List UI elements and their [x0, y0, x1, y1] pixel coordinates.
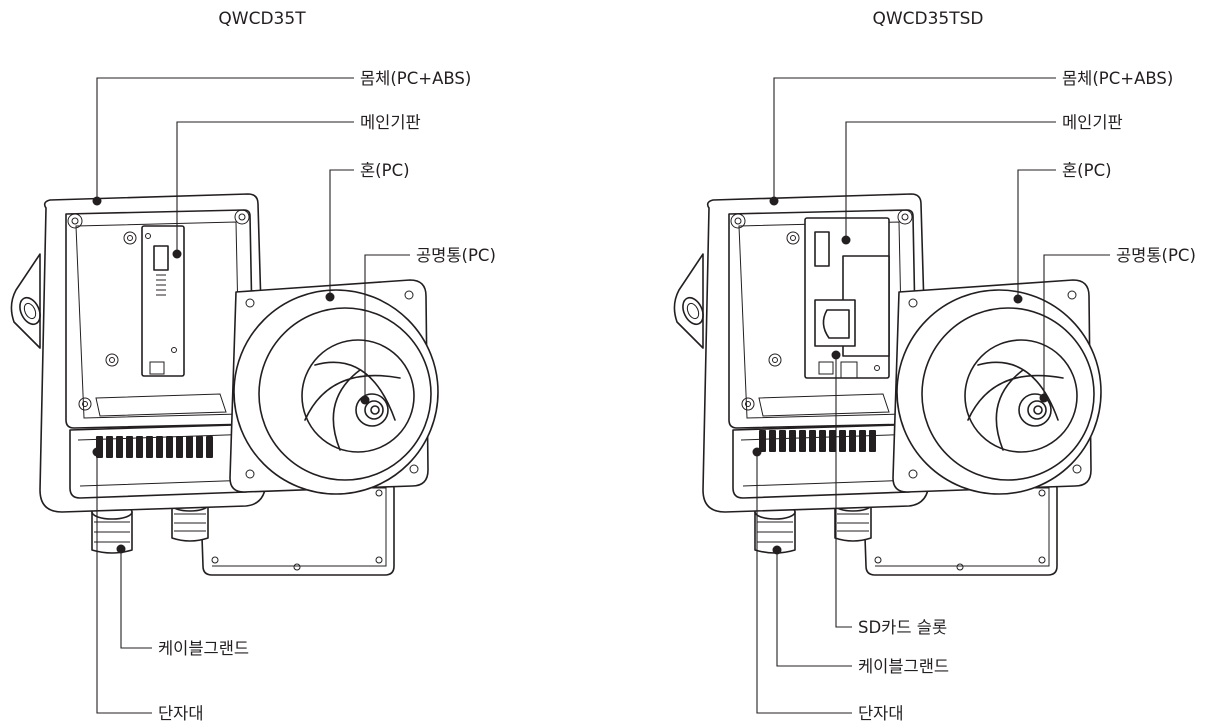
device-qwcd35tsd: [673, 193, 1102, 576]
label-horn-right: 혼(PC): [1062, 161, 1112, 180]
label-body-right: 몸체(PC+ABS): [1062, 69, 1173, 88]
label-horn-left: 혼(PC): [360, 161, 410, 180]
title-qwcd35tsd: QWCD35TSD: [872, 9, 983, 29]
label-cable-gland-right: 케이블그랜드: [858, 657, 949, 676]
label-cable-gland-left: 케이블그랜드: [158, 639, 249, 658]
label-sd-slot-right: SD카드 슬롯: [858, 618, 947, 637]
label-resonator-right: 공명통(PC): [1116, 246, 1196, 265]
callouts-left: 몸체(PC+ABS) 메인기판 혼(PC) 공명통(PC) 케이블그랜드 단자대: [92, 69, 496, 723]
label-main-board-left: 메인기판: [360, 113, 421, 132]
title-qwcd35t: QWCD35T: [218, 9, 306, 29]
label-main-board-right: 메인기판: [1062, 113, 1123, 132]
label-body-left: 몸체(PC+ABS): [360, 69, 471, 88]
device-qwcd35t: [10, 193, 439, 576]
label-resonator-left: 공명통(PC): [416, 246, 496, 265]
label-terminal-block-right: 단자대: [858, 704, 904, 723]
callouts-right: 몸체(PC+ABS) 메인기판 혼(PC) 공명통(PC) SD카드 슬롯 케이…: [752, 69, 1196, 723]
label-terminal-block-left: 단자대: [158, 704, 204, 723]
